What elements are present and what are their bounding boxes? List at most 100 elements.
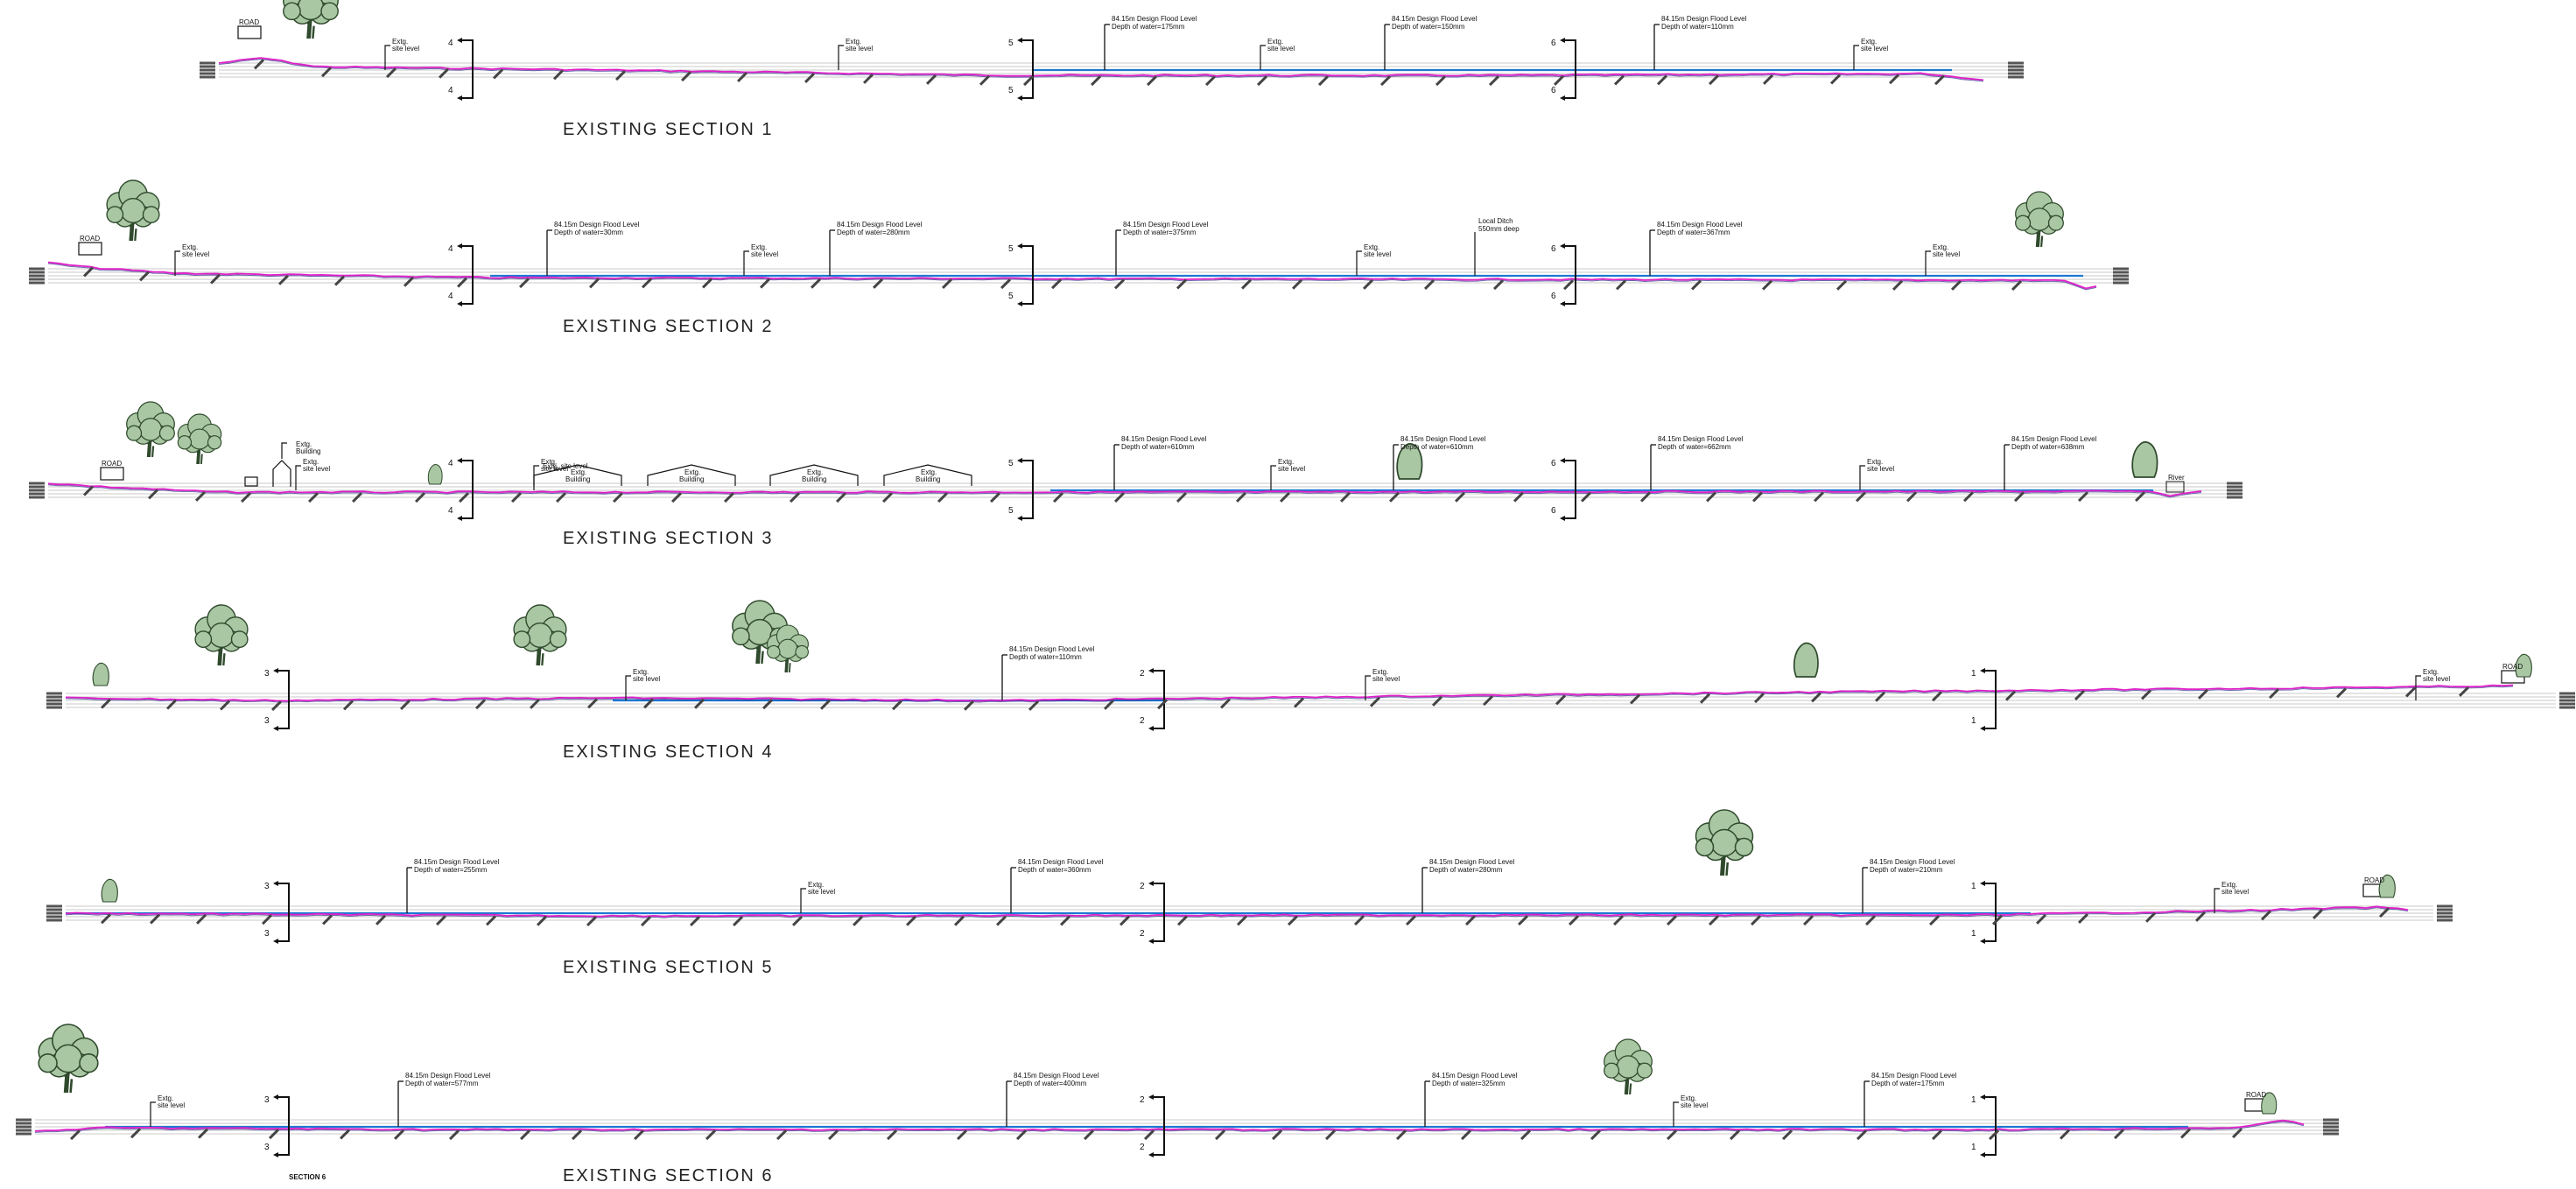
- level-annotation-mark: [863, 73, 874, 84]
- site-level-label: Extg.: [541, 458, 557, 466]
- building-label: Extg.: [921, 468, 937, 476]
- tree-canopy-lobe: [126, 425, 143, 441]
- level-tick-label: [16, 1129, 32, 1132]
- level-annotation-mark: [804, 73, 816, 84]
- level-annotation-mark: [1590, 1129, 1602, 1141]
- site-level-label: Extg.: [2222, 881, 2237, 889]
- section-4-title: EXISTING SECTION 4: [563, 742, 774, 762]
- section-marker-number: 5: [1008, 86, 1014, 95]
- level-tick-label: [29, 281, 45, 285]
- level-annotation-mark: [1932, 1129, 1943, 1141]
- building-label: Extg.: [571, 468, 586, 476]
- level-annotation-mark: [891, 700, 903, 711]
- level-annotation-mark: [1488, 75, 1500, 87]
- site-level-leader: [1270, 465, 1276, 490]
- level-annotation-mark: [2035, 913, 2047, 925]
- level-annotation-mark: [2060, 1129, 2071, 1140]
- level-annotation-mark: [1580, 491, 1592, 503]
- ground-profile-shadow: [65, 907, 2409, 918]
- level-annotation-mark: [1657, 74, 1668, 86]
- level-annotation-mark: [196, 913, 207, 925]
- section-arrow-icon: [1017, 95, 1022, 101]
- level-tick-label: [2323, 1118, 2339, 1122]
- level-annotation-mark: [2074, 689, 2086, 700]
- water-depth-label: Depth of water=610mm: [1121, 443, 1195, 451]
- ditch-label: Local Ditch: [1478, 217, 1513, 225]
- bush-shape: [2515, 653, 2532, 678]
- level-annotation-mark: [1709, 915, 1720, 926]
- building-outline: [769, 464, 859, 486]
- site-level-label: Extg.: [392, 38, 408, 46]
- section-marker-number: 4: [448, 459, 453, 468]
- level-annotation-mark: [953, 915, 965, 926]
- road-label: ROAD: [102, 460, 122, 468]
- road-label: ROAD: [2502, 663, 2523, 671]
- bush-icon: [92, 662, 109, 686]
- level-annotation-mark: [1569, 915, 1580, 926]
- level-annotation-mark: [1060, 915, 1071, 926]
- tree-icon: [513, 604, 567, 666]
- level-annotation-mark: [1667, 1129, 1678, 1141]
- section-arrow-icon: [273, 668, 278, 673]
- level-annotation-mark: [1751, 915, 1762, 926]
- site-level-label: Extg.: [846, 38, 861, 46]
- flood-level-label: 84.15m Design Flood Level: [1400, 435, 1486, 443]
- level-tick-label: [2323, 1129, 2339, 1132]
- level-annotation-mark: [1465, 915, 1477, 926]
- level-tick-label: [16, 1125, 32, 1129]
- level-annotation-mark: [1396, 1129, 1407, 1141]
- level-annotation-mark: [1215, 1129, 1226, 1141]
- level-annotation-mark: [1751, 491, 1764, 503]
- tree-icon: [38, 1024, 99, 1094]
- tree-canopy-lobe: [207, 435, 222, 450]
- level-tick-label: [2227, 482, 2243, 485]
- level-annotation-mark: [1709, 74, 1720, 86]
- level-annotation-mark: [1113, 492, 1126, 503]
- level-annotation-mark: [1929, 915, 1941, 926]
- level-annotation-mark: [1989, 1129, 2000, 1141]
- section-marker-number: 3: [264, 1095, 270, 1105]
- level-annotation-mark: [1875, 691, 1886, 702]
- level-tick-label: [2323, 1125, 2339, 1129]
- flood-level-label: 84.15m Design Flood Level: [1123, 221, 1209, 229]
- tree-canopy-lobe: [1710, 828, 1738, 857]
- site-level-label: site level: [846, 45, 873, 53]
- section-cut-marker: [1983, 883, 1997, 942]
- section-arrow-icon: [1560, 516, 1565, 521]
- level-annotation-mark: [1454, 491, 1466, 503]
- flood-level-label: 84.15m Design Flood Level: [1661, 15, 1747, 23]
- level-annotation-mark: [1906, 491, 1918, 503]
- tree-canopy-lobe: [549, 630, 567, 648]
- site-level-leader: [1260, 45, 1266, 70]
- section-cut-marker: [1563, 39, 1576, 99]
- level-annotation-mark: [587, 698, 599, 709]
- site-level-label: site level: [2423, 675, 2450, 683]
- level-annotation-mark: [1762, 279, 1773, 291]
- building-label: Extg.: [807, 468, 823, 476]
- road-label: ROAD: [2364, 876, 2384, 884]
- level-annotation-mark: [1176, 278, 1188, 290]
- level-annotation-mark: [278, 274, 290, 285]
- existing-ground-line: [47, 261, 2097, 290]
- bush-icon: [2378, 874, 2396, 898]
- tree-canopy-lobe: [189, 428, 210, 450]
- level-tick-label: [29, 267, 45, 271]
- flood-level-label: 84.15m Design Flood Level: [554, 221, 640, 229]
- level-tick-label: [2559, 699, 2575, 702]
- flood-level-label: 84.15m Design Flood Level: [1121, 435, 1207, 443]
- level-tick-label: [46, 692, 62, 695]
- section-arrow-icon: [1560, 95, 1565, 101]
- level-annotation-mark: [1219, 698, 1232, 709]
- building-leader: [281, 442, 287, 459]
- building-outline: [647, 464, 736, 486]
- level-annotation-mark: [828, 1129, 839, 1141]
- building-outline: [883, 464, 972, 486]
- level-annotation-mark: [2180, 1128, 2192, 1139]
- site-level-leader: [1925, 250, 1931, 276]
- level-annotation-mark: [2261, 910, 2272, 921]
- level-tick-label: [2437, 908, 2453, 911]
- site-level-label: Extg.: [1861, 38, 1877, 46]
- existing-ground-line: [218, 57, 1984, 81]
- section-cut-marker: [1152, 883, 1165, 942]
- section-marker-number: 4: [448, 86, 453, 95]
